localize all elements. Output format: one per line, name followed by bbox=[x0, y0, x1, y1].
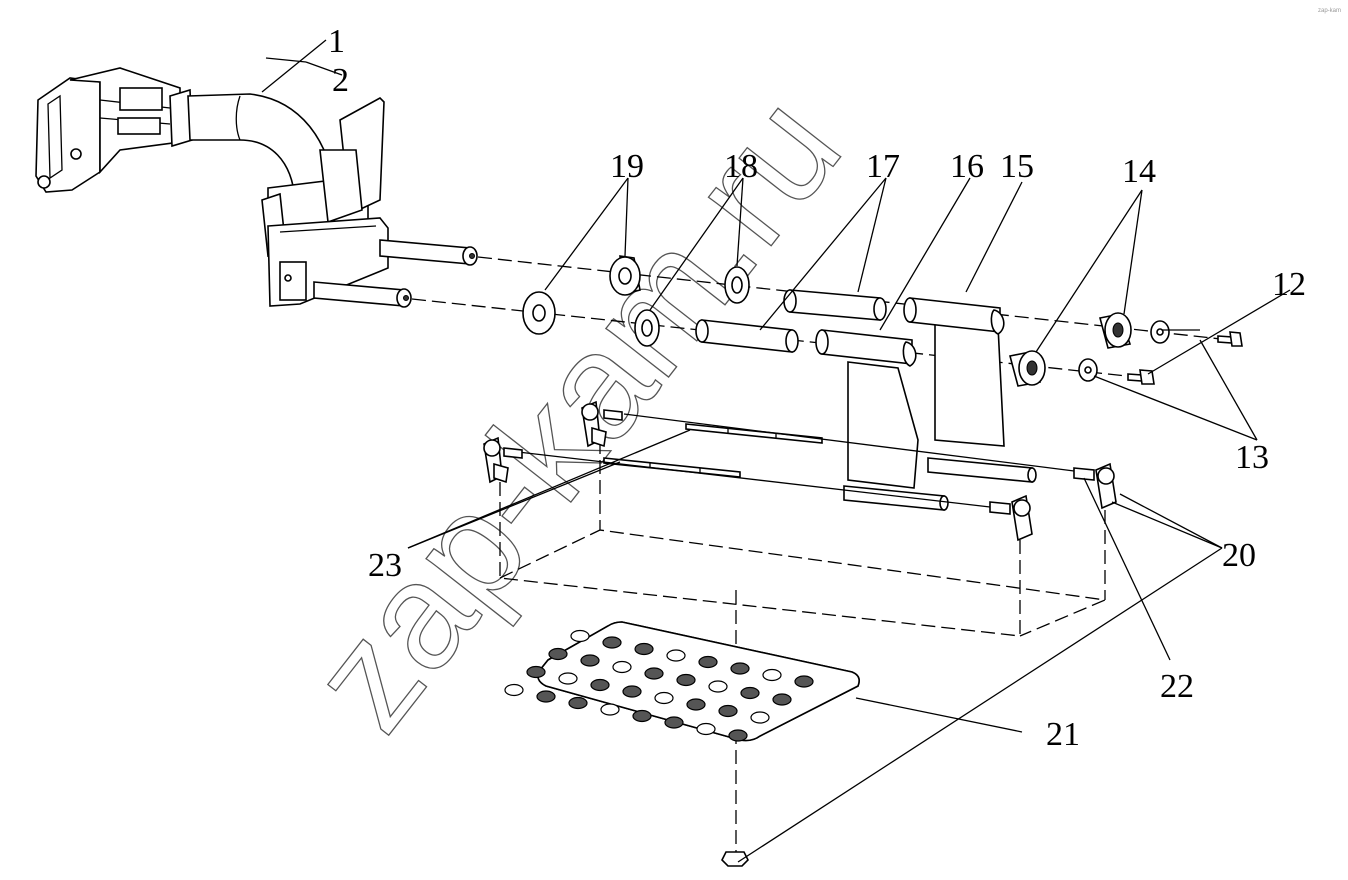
plate-hole bbox=[612, 660, 632, 674]
plate-hole bbox=[728, 729, 748, 742]
plate-hole bbox=[708, 680, 728, 693]
plate-hole bbox=[526, 665, 546, 679]
plate-hole bbox=[602, 636, 622, 649]
nut bbox=[721, 851, 749, 867]
plate-hole bbox=[644, 667, 664, 680]
plate-hole bbox=[676, 673, 696, 687]
plate-hole bbox=[664, 716, 684, 729]
hinge-16-lower bbox=[815, 329, 949, 511]
callout-17: 17 bbox=[866, 148, 900, 185]
pin-axis-lower bbox=[517, 451, 991, 508]
callout-22: 22 bbox=[1160, 668, 1194, 705]
bracket-assembly bbox=[35, 67, 478, 308]
callout-15: 15 bbox=[1000, 148, 1034, 185]
plate-hole bbox=[504, 683, 524, 697]
callout-14: 14 bbox=[1122, 153, 1156, 190]
plate-hole bbox=[634, 642, 654, 656]
plate-hole bbox=[632, 709, 652, 723]
callout-2: 2 bbox=[332, 62, 349, 99]
plate-hole bbox=[600, 703, 620, 716]
plate-hole bbox=[772, 693, 792, 706]
hinge-15-upper bbox=[903, 297, 1037, 483]
plate-hole bbox=[570, 629, 590, 643]
callout-23: 23 bbox=[368, 547, 402, 584]
plate-hole bbox=[698, 655, 718, 669]
plate-hole bbox=[718, 704, 738, 718]
step-plate-21 bbox=[504, 621, 860, 742]
clamp-20-rear-right bbox=[1073, 462, 1117, 510]
rod-23-lower bbox=[603, 457, 741, 478]
plate-hole bbox=[622, 685, 642, 698]
spacer-19-upper bbox=[609, 255, 641, 296]
bolt-12-upper bbox=[1217, 331, 1243, 347]
plate-hole bbox=[696, 722, 716, 736]
plate-hole bbox=[536, 690, 556, 703]
spacer-19-lower bbox=[522, 291, 556, 335]
washer-13-lower bbox=[1078, 358, 1098, 382]
callout-1: 1 bbox=[328, 23, 345, 60]
tube-17-upper bbox=[783, 289, 887, 321]
clamp-20-front-left bbox=[483, 436, 523, 484]
washer-13-upper bbox=[1150, 320, 1170, 344]
callout-19: 19 bbox=[610, 148, 644, 185]
bushing-14-lower bbox=[1009, 350, 1046, 387]
plate-hole bbox=[762, 668, 782, 682]
plate-hole bbox=[558, 672, 578, 685]
plate-hole bbox=[654, 691, 674, 705]
plate-hole bbox=[580, 654, 600, 667]
plate-hole bbox=[730, 662, 750, 675]
plate-holes bbox=[504, 629, 814, 742]
callout-13: 13 bbox=[1235, 439, 1269, 476]
washer-18-upper bbox=[724, 266, 750, 304]
tube-17-lower bbox=[695, 319, 799, 353]
clamp-20-rear-left bbox=[581, 400, 623, 448]
corner-mark: zap-kam bbox=[1318, 8, 1341, 14]
clamp-20-front-right bbox=[989, 494, 1033, 542]
callouts: 1 2 12 13 14 15 16 17 18 19 20 21 22 23 bbox=[328, 23, 1306, 753]
callout-16: 16 bbox=[950, 148, 984, 185]
bolt-12-lower bbox=[1127, 369, 1155, 385]
plate-hole bbox=[740, 686, 760, 700]
plate-hole bbox=[548, 647, 568, 661]
plate-hole bbox=[568, 696, 588, 710]
pin-axis-upper bbox=[623, 413, 1083, 473]
bushing-14-upper bbox=[1099, 312, 1132, 349]
callout-12: 12 bbox=[1272, 266, 1306, 303]
plate-hole bbox=[794, 675, 814, 688]
leader-lines bbox=[261, 39, 1291, 863]
plate-hole bbox=[686, 698, 706, 711]
rod-23-upper bbox=[685, 423, 823, 444]
plate-hole bbox=[666, 649, 686, 662]
washer-18-lower bbox=[634, 309, 660, 347]
plate-hole bbox=[750, 711, 770, 724]
plate-hole bbox=[590, 678, 610, 692]
callout-21: 21 bbox=[1046, 716, 1080, 753]
callout-18: 18 bbox=[724, 148, 758, 185]
callout-20: 20 bbox=[1222, 537, 1256, 574]
